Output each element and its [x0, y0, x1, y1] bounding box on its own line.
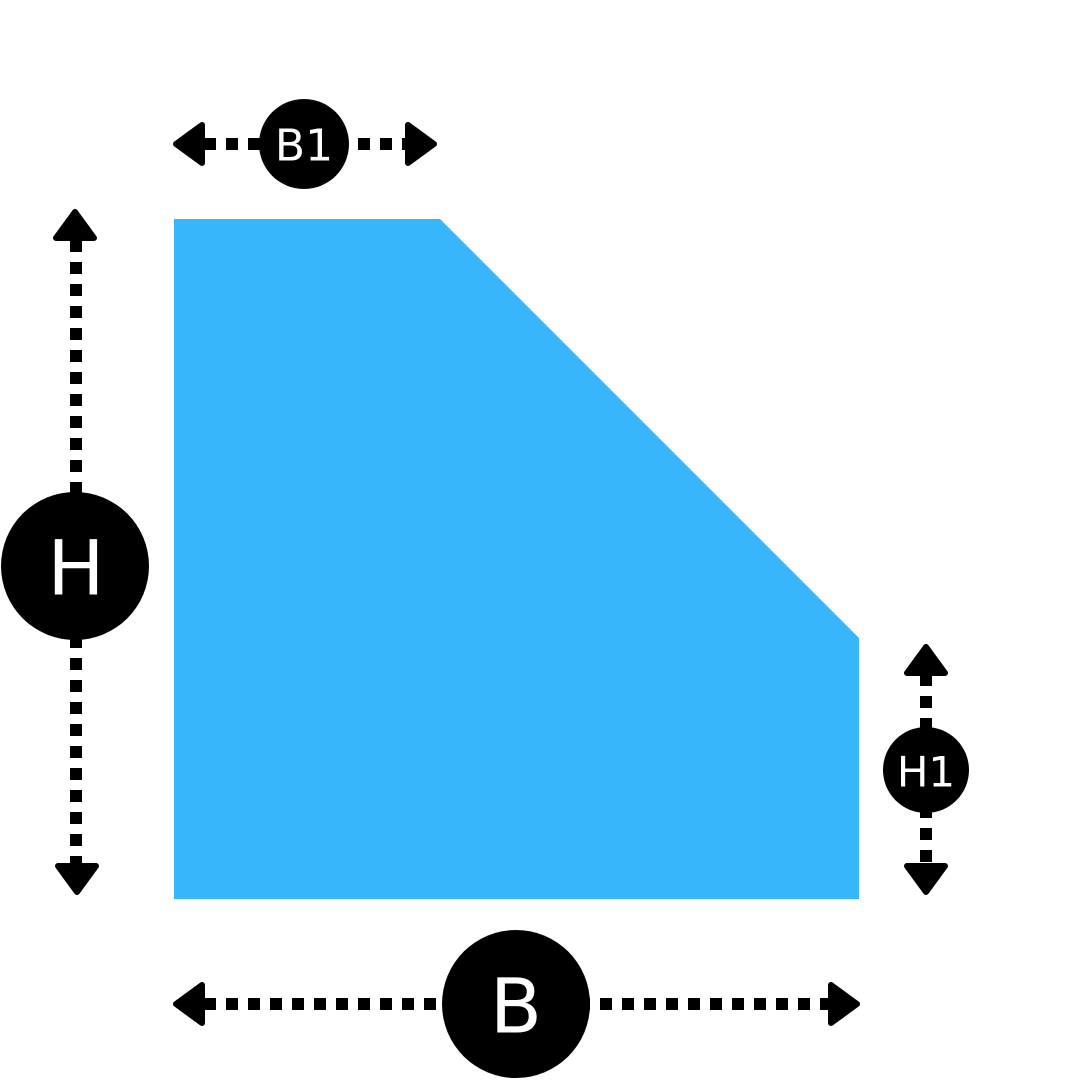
dimension-b: B — [173, 930, 860, 1078]
arrow-down-icon — [904, 863, 948, 895]
label-badge-h — [1, 492, 149, 640]
arrow-left-icon — [173, 982, 205, 1026]
label-badge-b1 — [259, 99, 349, 189]
label-h1: H1 — [897, 748, 955, 797]
label-b1: B1 — [275, 121, 333, 172]
label-h: H — [47, 524, 104, 613]
chamfered-shape — [174, 219, 859, 899]
arrow-left-icon — [173, 122, 205, 166]
dimension-b1: B1 — [173, 99, 437, 189]
arrow-down-icon — [55, 863, 99, 895]
label-badge-h1 — [883, 727, 969, 813]
dimension-h1: H1 — [883, 644, 969, 895]
arrow-up-icon — [53, 209, 97, 241]
arrow-right-icon — [405, 122, 437, 166]
label-badge-b — [442, 930, 590, 1078]
arrow-up-icon — [904, 644, 948, 676]
dimension-h: H — [1, 209, 149, 895]
label-b: B — [490, 962, 542, 1051]
arrow-right-icon — [828, 982, 860, 1026]
